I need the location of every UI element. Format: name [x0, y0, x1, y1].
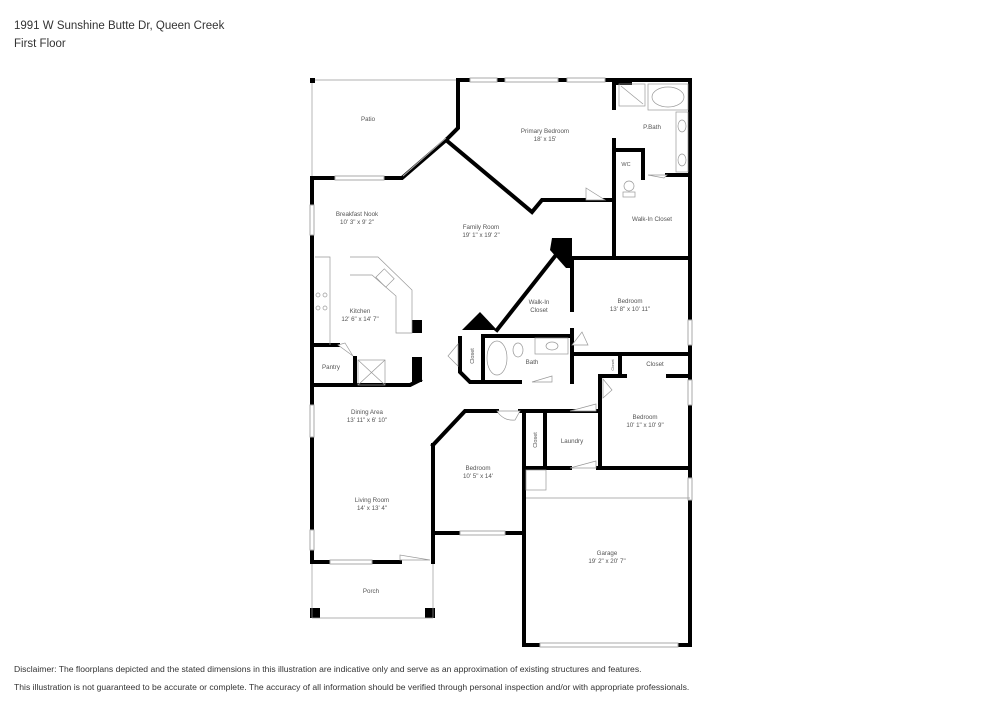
- windows: [309, 77, 693, 648]
- room-label-breakfast-nook: Breakfast Nook: [336, 211, 379, 218]
- room-label-primary-walkin: Walk-In Closet: [632, 216, 672, 223]
- room-dims-kitchen: 12' 6" x 14' 7": [341, 316, 378, 323]
- floor-label: First Floor: [14, 38, 66, 50]
- room-label-pantry: Pantry: [322, 364, 341, 371]
- room-dims-breakfast-nook: 10' 3" x 9' 2": [340, 219, 374, 226]
- room-dims-primary-bedroom: 18' x 15': [534, 136, 557, 143]
- room-dims-bedroom-3: 10' 1" x 10' 9": [626, 422, 663, 429]
- room-label-walkin-closet-2-line2: Closet: [530, 307, 548, 314]
- disclaimer-line-1: Disclaimer: The floorplans depicted and …: [14, 664, 642, 674]
- room-label-living-room: Living Room: [355, 497, 389, 504]
- doors: [337, 174, 668, 561]
- room-label-walkin-closet-2: Walk-In: [529, 299, 550, 306]
- room-label-closet-small: Closet: [610, 358, 615, 370]
- room-dims-dining-area: 13' 11" x 6' 10": [347, 417, 387, 424]
- room-label-kitchen: Kitchen: [350, 308, 371, 315]
- room-label-bedroom-4: Bedroom: [465, 465, 490, 472]
- room-label-patio: Patio: [361, 116, 376, 123]
- room-dims-living-room: 14' x 13' 4": [357, 505, 387, 512]
- room-label-bedroom-3: Bedroom: [632, 414, 657, 421]
- room-label-bedroom-2: Bedroom: [617, 298, 642, 305]
- room-dims-garage: 19' 2" x 20' 7": [588, 558, 625, 565]
- room-label-closet-bed3: Closet: [646, 361, 664, 368]
- structural-columns: [310, 238, 572, 618]
- room-label-dining-area: Dining Area: [351, 409, 384, 416]
- room-label-laundry: Laundry: [561, 438, 584, 445]
- room-label-bath: Bath: [526, 359, 539, 366]
- room-label-primary-bedroom: Primary Bedroom: [521, 128, 569, 135]
- room-dims-family-room: 19' 1" x 19' 2": [462, 232, 499, 239]
- patio-area: [310, 78, 458, 178]
- property-address: 1991 W Sunshine Butte Dr, Queen Creek: [14, 20, 225, 32]
- room-dims-bedroom-4: 10' 5" x 14': [463, 473, 493, 480]
- room-label-closet-bed4: Closet: [533, 432, 539, 448]
- porch-area: [311, 564, 434, 619]
- fixtures: [315, 83, 690, 499]
- walls: [310, 78, 692, 647]
- room-dims-bedroom-2: 13' 8" x 10' 11": [610, 306, 650, 313]
- disclaimer-line-2: This illustration is not guaranteed to b…: [14, 682, 690, 692]
- room-label-pbath: P.Bath: [643, 124, 661, 131]
- room-label-family-room: Family Room: [463, 224, 499, 231]
- room-label-hall-closet: Closet: [470, 348, 476, 364]
- room-label-wc: WC: [621, 162, 630, 168]
- room-label-garage: Garage: [597, 550, 618, 557]
- room-label-porch: Porch: [363, 588, 380, 595]
